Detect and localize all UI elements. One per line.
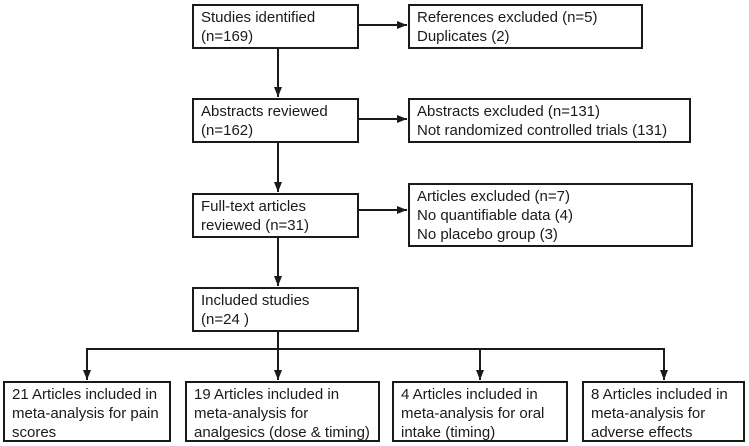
- flow-box-references-excluded: References excluded (n=5) Duplicates (2): [408, 4, 643, 49]
- flow-box-fulltext-reviewed: Full-text articles reviewed (n=31): [192, 193, 359, 238]
- flow-box-abstracts-excluded: Abstracts excluded (n=131) Not randomize…: [408, 98, 691, 143]
- flow-box-abstracts-reviewed: Abstracts reviewed (n=162): [192, 98, 359, 143]
- flow-box-meta-analysis-pain-scores: 21 Articles included in meta-analysis fo…: [3, 381, 171, 442]
- flow-box-included-studies: Included studies (n=24 ): [192, 287, 359, 332]
- flow-box-meta-analysis-analgesics: 19 Articles included in meta-analysis fo…: [185, 381, 380, 442]
- flow-box-studies-identified: Studies identified (n=169): [192, 4, 359, 49]
- flow-box-articles-excluded: Articles excluded (n=7) No quantifiable …: [408, 183, 693, 247]
- flow-box-meta-analysis-adverse-effects: 8 Articles included in meta-analysis for…: [582, 381, 745, 442]
- flow-box-meta-analysis-oral-intake: 4 Articles included in meta-analysis for…: [392, 381, 568, 442]
